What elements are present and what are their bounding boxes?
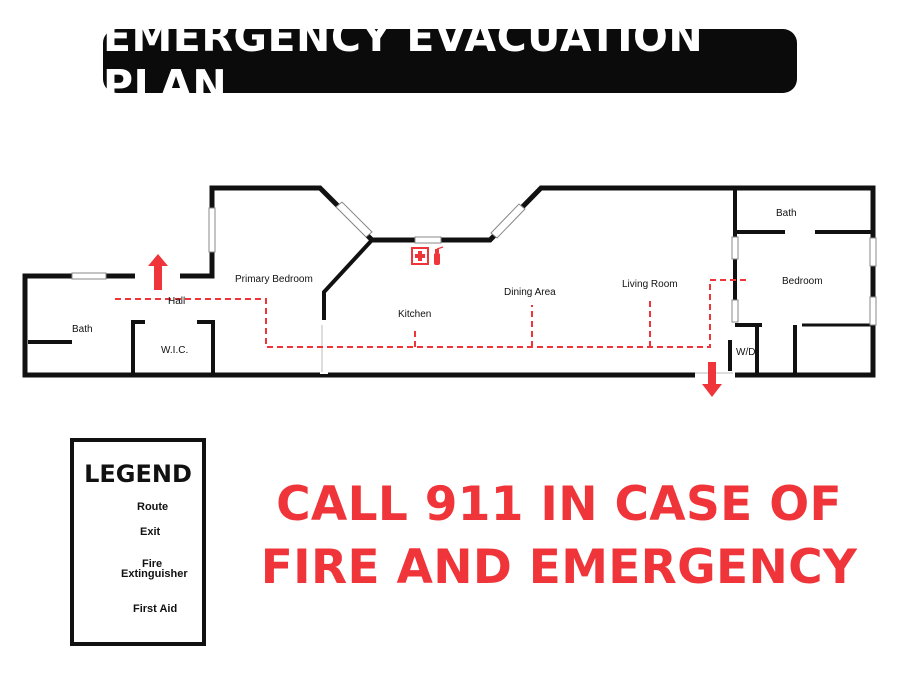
wall-wic <box>131 320 145 375</box>
label-bath-left: Bath <box>72 324 93 335</box>
windows <box>71 201 877 326</box>
wall-wic-right <box>197 320 215 375</box>
legend-title: LEGEND <box>84 460 192 488</box>
exit-arrow-up <box>148 254 168 290</box>
window-bedroom-left2 <box>731 299 739 323</box>
title-banner: EMERGENCY EVACUATION PLAN <box>103 13 797 109</box>
window-bedroom-1 <box>869 237 877 267</box>
label-primary-bedroom: Primary Bedroom <box>235 274 313 285</box>
evacuation-route <box>115 279 748 348</box>
label-bedroom: Bedroom <box>782 276 823 287</box>
label-bath-right: Bath <box>776 208 797 219</box>
window-left-top <box>71 272 107 280</box>
page-title: EMERGENCY EVACUATION PLAN <box>103 13 704 109</box>
fire-extinguisher-icon <box>434 246 444 265</box>
legend-route-label: Route <box>137 501 169 513</box>
label-wic: W.I.C. <box>161 345 188 356</box>
label-hall: Hall <box>168 296 185 307</box>
legend-fire-label-2: Extinguisher <box>121 568 188 580</box>
exit-arrow-down <box>702 362 722 397</box>
legend-exit-label: Exit <box>140 526 161 538</box>
window-diag-right <box>490 203 526 239</box>
callout-line-2: FIRE AND EMERGENCY <box>260 540 858 595</box>
window-diag-left <box>335 201 373 238</box>
label-living-room: Living Room <box>622 279 678 290</box>
callout-line-1: CALL 911 IN CASE OF <box>276 477 842 532</box>
label-wd: W/D <box>736 347 755 358</box>
window-bedroom-left <box>731 236 739 260</box>
route-main <box>115 279 748 348</box>
door-gaps <box>320 324 733 379</box>
window-bedroom-2 <box>869 296 877 326</box>
label-kitchen: Kitchen <box>398 309 431 320</box>
legend-first-aid-label: First Aid <box>133 603 178 615</box>
wall-left-wing <box>22 273 325 378</box>
window-kitchen <box>414 236 442 244</box>
label-dining-area: Dining Area <box>504 287 556 298</box>
first-aid-icon <box>411 247 429 265</box>
door-gap-kitchen <box>320 324 328 374</box>
legend: LEGEND <box>70 438 206 646</box>
window-primary <box>208 207 216 253</box>
wall-kitchen-diag <box>322 238 374 320</box>
legend-fire-label-1: Fire <box>142 558 163 570</box>
